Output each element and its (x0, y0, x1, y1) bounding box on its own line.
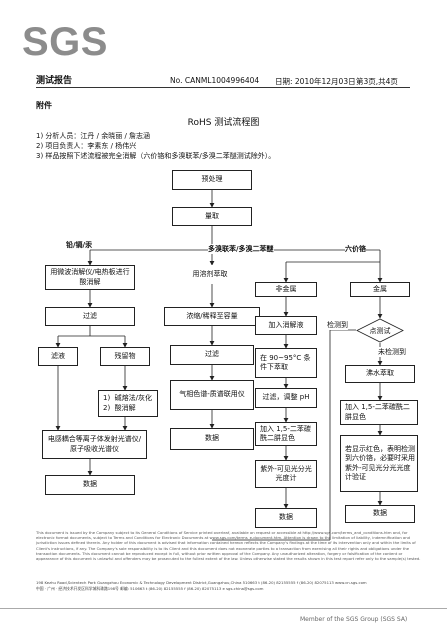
contact-en: 198 Kezhu Road,Scientech Park Guangzhou … (36, 580, 367, 585)
header-rule (36, 87, 410, 88)
step-heat-extract: 在 90~95°C 条件下萃取 (255, 348, 317, 378)
label-not-detected: 未检测到 (378, 347, 406, 357)
result-data-metal-cr: 数据 (345, 505, 415, 523)
contact-cn: 中国 · 广州 · 经济技术开发区科学城科珠路198号 邮编: 510663 t… (36, 586, 264, 591)
step-filter-pbb: 过滤 (170, 345, 254, 365)
contact-info: 198 Kezhu Road,Scientech Park Guangzhou … (36, 580, 367, 592)
step-add-dpc: 加入 1,5-二苯碳酰二肼显色 (255, 422, 317, 446)
step-alkali-fusion: 1) 碱熔法/灰化 2) 酸消解 (98, 390, 158, 417)
branch-cr-label: 六价铬 (345, 244, 366, 254)
info-procedure: 3) 样品按照下述流程被完全消解（六价铬和多溴联苯/多溴二苯醚测试除外）。 (36, 152, 276, 160)
decision-spot-test (356, 318, 404, 343)
decision-spot-test-label: 点测试 (369, 327, 391, 335)
report-date: 日期: 2010年12月03日 (275, 77, 356, 86)
branch-pbb-label: 多溴联苯/多溴二苯醚 (208, 244, 274, 254)
result-data-pbb: 数据 (170, 428, 254, 450)
step-gcms: 气相色谱-质谱联用仪 (170, 380, 254, 410)
page-indicator: 第3页,共4页 (356, 77, 398, 86)
footer-divider (0, 608, 447, 609)
branch-metal-label: 铅/镉/汞 (66, 241, 93, 249)
step-pretreat: 预处理 (172, 170, 252, 190)
step-uvvis: 紫外-可见光分光光度计 (255, 460, 317, 488)
legal-disclaimer: This document is issued by the Company s… (36, 530, 421, 562)
step-concentrate: 浓缩/稀释至容量 (164, 307, 260, 326)
step-add-alkali: 加入消解液 (255, 316, 317, 335)
step-filtrate: 滤液 (38, 347, 78, 366)
step-add-dpc-metal: 加入 1,5-二苯碳酰二肼显色 (340, 400, 418, 425)
sgs-logo: SGS (22, 20, 108, 64)
step-icp-aas: 电感耦合等离子体发射光谱仪/原子吸收光谱仪 (42, 430, 147, 459)
step-residue: 残留物 (100, 347, 150, 366)
branch-nonmetal: 非金属 (255, 282, 317, 297)
appendix-label: 附件 (36, 101, 52, 110)
label-detected: 检测到 (327, 320, 348, 330)
info-analysts: 1) 分析人员：江丹 / 余晓丽 / 詹志涵 (36, 132, 151, 140)
chart-title: RoHS 测试流程图 (187, 118, 260, 128)
result-data-nonmetal: 数据 (255, 508, 317, 528)
member-note: Member of the SGS Group (SGS SA) (300, 616, 408, 623)
report-title: 测试报告 (36, 76, 73, 86)
step-filter: 过滤 (45, 307, 135, 326)
report-number: No. CANML1004996404 (170, 76, 260, 85)
step-weigh: 量取 (172, 207, 252, 226)
branch-metal-cr: 金属 (350, 282, 410, 297)
info-manager: 2) 项目负责人：李素东 / 杨伟兴 (36, 142, 137, 150)
step-acid-digest: 用微波消解仪/电热板进行酸消解 (45, 265, 135, 290)
step-filter-ph: 过滤，调整 pH (255, 388, 317, 408)
step-judge-color: 若显示红色，表明检测到六价铬，必要时采用紫外-可见光分光光度计验证 (340, 435, 418, 492)
step-boil-extract: 沸水萃取 (345, 365, 415, 383)
step-solvent-extract: 用溶剂萃取 (170, 265, 250, 284)
result-data-metal: 数据 (45, 475, 135, 495)
